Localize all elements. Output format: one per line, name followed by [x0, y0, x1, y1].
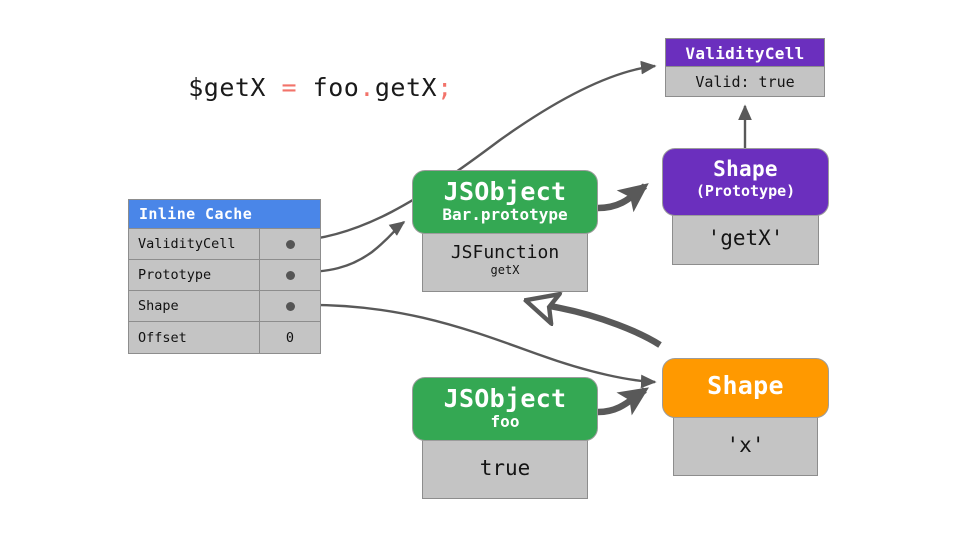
- node-jsobject-bar-prototype: JSFunction getX JSObject Bar.prototype: [412, 170, 598, 292]
- jsobject-bar-subtitle: Bar.prototype: [442, 205, 568, 224]
- inline-cache-key-offset: Offset: [129, 322, 260, 353]
- code-line: $getX = foo.getX;: [126, 44, 453, 131]
- jsobject-foo-subtitle: foo: [490, 412, 520, 431]
- code-token-2: foo: [297, 73, 360, 102]
- shape-prototype-body: 'getX': [672, 210, 819, 265]
- node-validity-cell: ValidityCell Valid: true: [665, 38, 825, 97]
- inline-cache-value-prototype: [260, 260, 320, 290]
- node-jsobject-foo: true JSObject foo: [412, 377, 598, 499]
- inline-cache-table: Inline Cache ValidityCell Prototype Shap…: [128, 199, 321, 354]
- table-row: Prototype: [129, 260, 320, 291]
- node-shape-prototype: 'getX' Shape (Prototype): [662, 148, 829, 265]
- inline-cache-key-shape: Shape: [129, 291, 260, 321]
- inline-cache-value-shape: [260, 291, 320, 321]
- shape-prototype-subtitle: (Prototype): [695, 181, 796, 200]
- edge-shape-x-to-jsfunction: [528, 301, 662, 348]
- node-shape-x: 'x' Shape: [662, 358, 829, 476]
- pointer-dot-icon: [285, 239, 295, 249]
- shape-x-body: 'x': [673, 414, 818, 476]
- jsobject-foo-header: JSObject foo: [412, 377, 598, 441]
- code-token-1: =: [281, 73, 298, 102]
- jsobject-bar-body-title: JSFunction: [450, 242, 560, 264]
- inline-cache-value-validitycell: [260, 229, 320, 259]
- inline-cache-key-prototype: Prototype: [129, 260, 260, 290]
- jsobject-bar-body-subtitle: getX: [490, 263, 520, 278]
- jsobject-foo-body: true: [422, 436, 588, 499]
- shape-x-header: Shape: [662, 358, 829, 418]
- shape-x-title: Shape: [707, 371, 784, 400]
- shape-prototype-title: Shape: [713, 157, 778, 181]
- inline-cache-title: Inline Cache: [129, 200, 320, 229]
- code-token-4: getX: [374, 73, 438, 102]
- validity-cell-title: ValidityCell: [685, 44, 805, 63]
- jsobject-bar-title: JSObject: [443, 177, 567, 206]
- table-row: Shape: [129, 291, 320, 322]
- table-row: ValidityCell: [129, 229, 320, 260]
- inline-cache-key-validitycell: ValidityCell: [129, 229, 260, 259]
- code-token-5: ;: [437, 73, 453, 102]
- inline-cache-value-offset: 0: [260, 322, 320, 353]
- jsobject-bar-header: JSObject Bar.prototype: [412, 170, 598, 234]
- edge-foo-to-shape-x: [597, 387, 649, 416]
- edge-ic-shape: [292, 303, 657, 389]
- validity-cell-body: Valid: true: [665, 66, 825, 97]
- validity-cell-header: ValidityCell: [665, 38, 825, 67]
- code-token-0: $getX: [188, 73, 282, 102]
- table-row: Offset 0: [129, 322, 320, 353]
- edge-bar-to-shape-prototype: [597, 183, 649, 213]
- jsobject-bar-body: JSFunction getX: [422, 229, 588, 292]
- shape-prototype-header: Shape (Prototype): [662, 148, 829, 216]
- jsobject-foo-title: JSObject: [443, 384, 567, 413]
- pointer-dot-icon: [285, 301, 295, 311]
- code-token-3: .: [359, 73, 375, 102]
- pointer-dot-icon: [285, 270, 295, 280]
